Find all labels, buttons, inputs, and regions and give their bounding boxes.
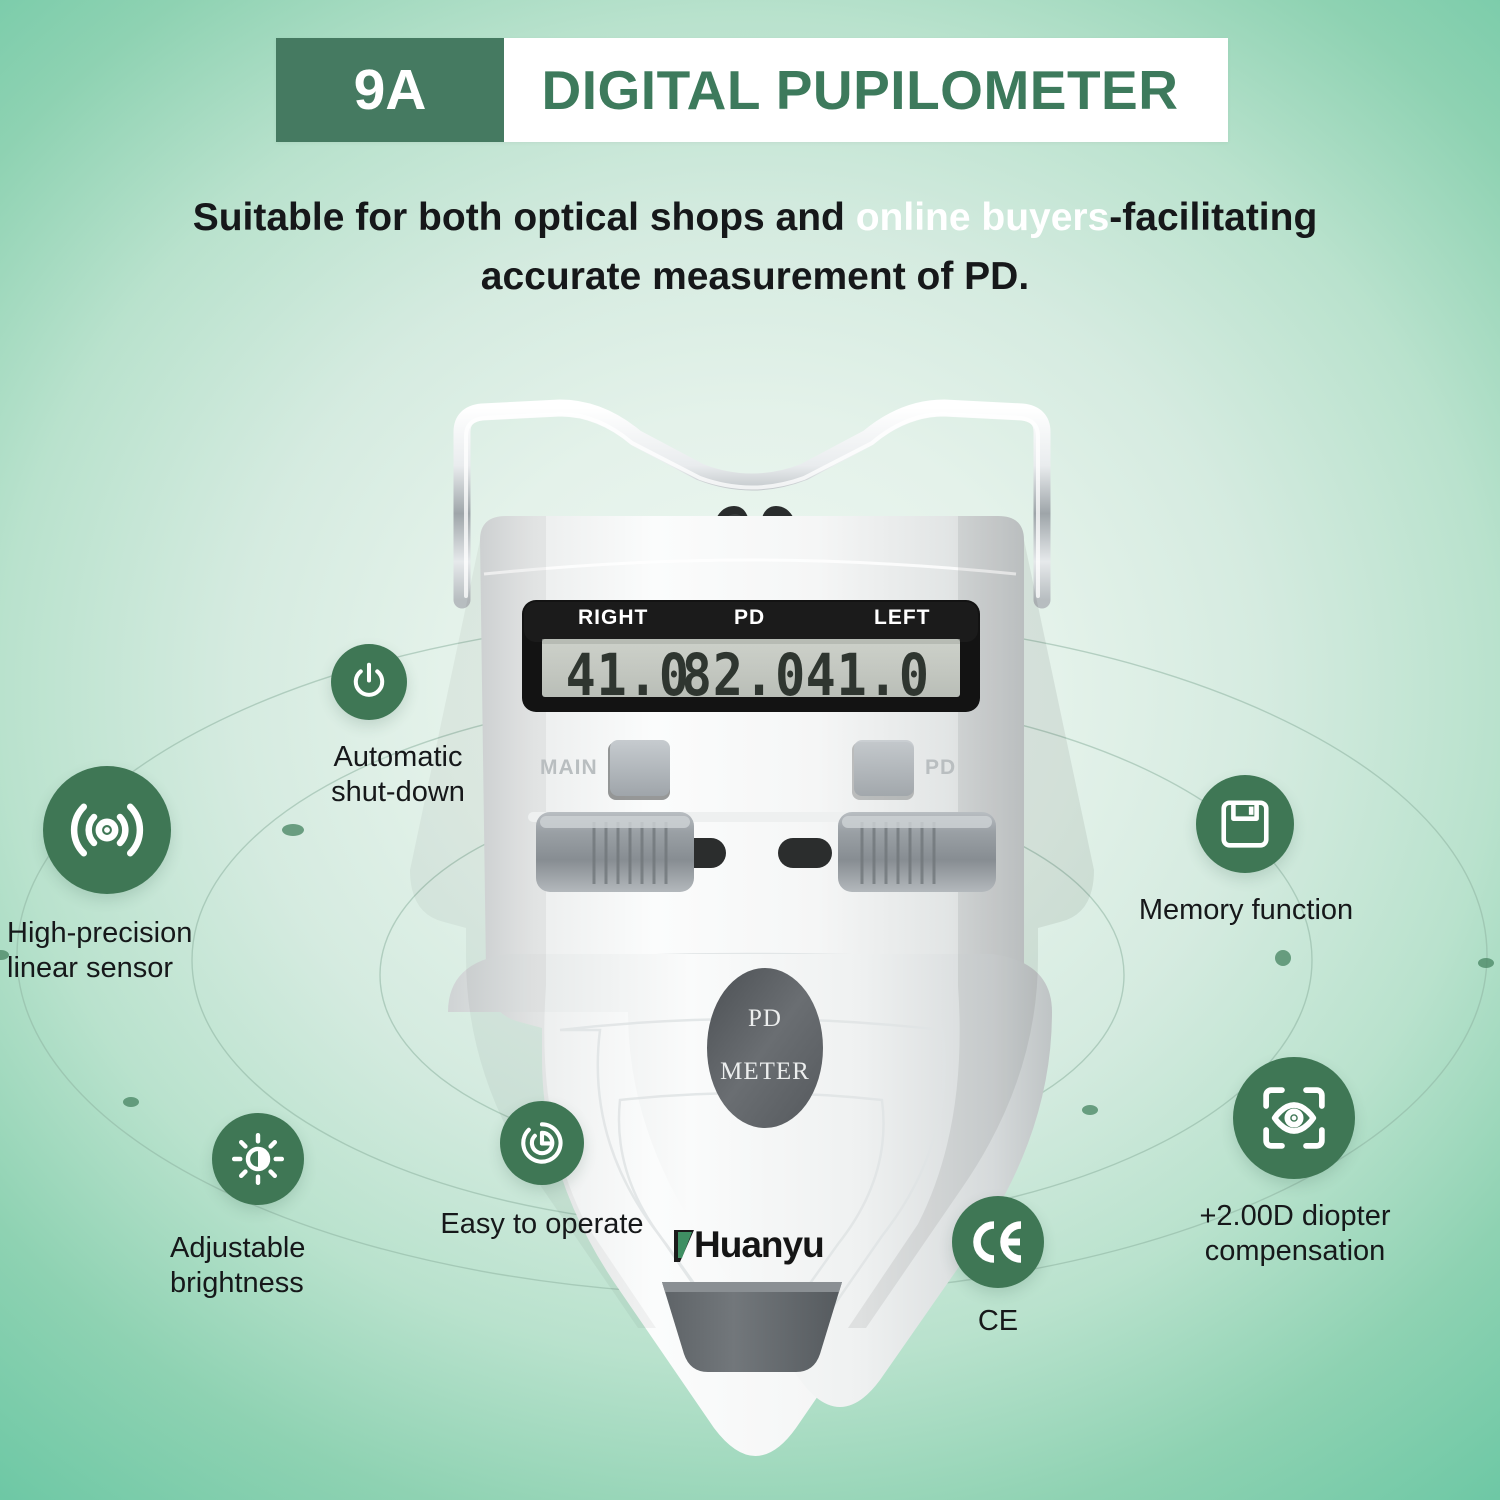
pd-meter-badge [707, 968, 823, 1128]
feature-easy-to-operate[interactable]: Easy to operate [440, 1101, 644, 1240]
brightness-icon [212, 1113, 304, 1205]
ce-mark-icon [952, 1196, 1044, 1288]
subtitle-highlight: online buyers [855, 196, 1110, 239]
header-banner: 9A DIGITAL PUPILOMETER [276, 38, 1228, 142]
nose-bridge-rest [708, 506, 802, 596]
ce-mark-icon-glyph [973, 1221, 1022, 1263]
forehead-rest-bar [453, 399, 1051, 609]
page-title: DIGITAL PUPILOMETER [504, 38, 1228, 142]
power-icon [331, 644, 407, 720]
push-buttons [608, 740, 914, 800]
lcd-screen: RIGHT PD LEFT 41.0 82.0 41.0 [522, 600, 980, 712]
feature-label-easy-to-operate: Easy to operate [440, 1208, 644, 1240]
subtitle-part1: Suitable for both optical shops and [192, 196, 856, 239]
feature-label-memory-function: Memory function [1138, 894, 1354, 926]
pd-button-label: PD [925, 756, 957, 779]
feature-memory-function[interactable]: Memory function [1139, 775, 1353, 926]
eye-focus-icon [1233, 1057, 1355, 1179]
floppy-disk-icon [1196, 775, 1294, 873]
feature-adjustable-brightness[interactable]: Adjustable brightness [170, 1113, 305, 1299]
device-base [662, 1282, 842, 1372]
feature-high-precision-sensor[interactable]: High-precision linear sensor [7, 766, 192, 984]
feature-label-diopter-compensation: +2.00D diopter compensation [1199, 1200, 1391, 1268]
gesture-tap-icon [500, 1101, 584, 1185]
subtitle-part2: -facilitating accurate measurement of PD… [480, 196, 1318, 299]
adjust-sliders [536, 812, 996, 892]
model-code: 9A [276, 38, 504, 142]
lcd-label-pd: PD [734, 606, 766, 629]
gesture-tap-icon-glyph [521, 1122, 563, 1164]
slider-rails [528, 812, 976, 868]
lcd-value-left: 41.0 [805, 642, 930, 709]
feature-label-high-precision-sensor: High-precision linear sensor [7, 917, 193, 985]
signal-wave-icon-glyph [70, 803, 144, 857]
feature-label-ce: CE [977, 1305, 1019, 1337]
feature-label-adjustable-brightness: Adjustable brightness [170, 1232, 306, 1300]
feature-diopter-compensation[interactable]: +2.00D diopter compensation [1199, 1057, 1391, 1267]
lcd-value-pd: 82.0 [681, 642, 807, 709]
brand-logo: Huanyu [672, 1224, 825, 1266]
brightness-icon-glyph [231, 1132, 285, 1186]
feature-automatic-shutdown[interactable]: Automatic shut-down [331, 644, 465, 808]
badge-line-2: METER [720, 1058, 810, 1085]
brand-mark-icon [674, 1230, 694, 1262]
eye-focus-icon-glyph [1263, 1087, 1325, 1149]
signal-wave-icon [43, 766, 171, 894]
lcd-label-left: LEFT [874, 606, 931, 629]
subtitle: Suitable for both optical shops and onli… [110, 188, 1400, 307]
lcd-label-right: RIGHT [578, 606, 649, 629]
main-button-label: MAIN [540, 756, 598, 779]
feature-label-automatic-shutdown: Automatic shut-down [331, 741, 465, 809]
feature-ce-mark[interactable]: CE [952, 1196, 1044, 1337]
floppy-disk-icon-glyph [1221, 800, 1269, 848]
badge-line-1: PD [748, 1005, 782, 1032]
lcd-value-right: 41.0 [565, 642, 690, 709]
power-icon-glyph [353, 662, 385, 697]
brand-name: Huanyu [694, 1224, 825, 1265]
